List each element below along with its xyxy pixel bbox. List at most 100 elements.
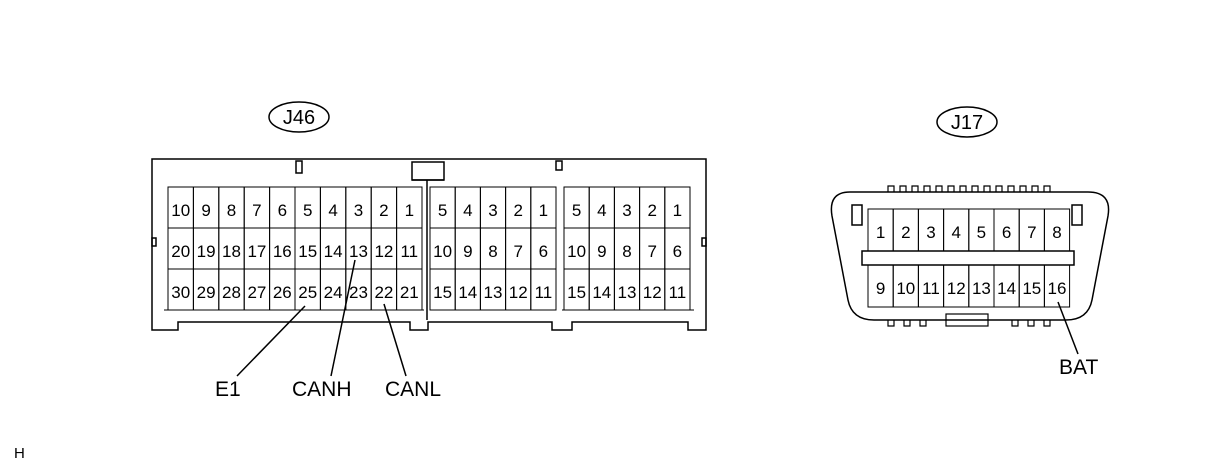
j46-b1-pin-21: 21 [400, 283, 419, 302]
j46-b1-pin-6: 6 [278, 201, 287, 220]
connector-j46-id-bubble [268, 101, 330, 133]
callout-canl-label: CANL [385, 378, 441, 401]
j46-b1-pin-26: 26 [273, 283, 292, 302]
j46-b3-pin-6: 6 [673, 242, 682, 261]
j17-pin-cell-8 [1043, 208, 1071, 252]
j46-b3-pin-15: 15 [567, 283, 586, 302]
j46-b1-pin-1: 1 [405, 201, 414, 220]
callout-bat-leader [1057, 301, 1079, 355]
j17-pin-5: 5 [977, 223, 986, 242]
j46-b3-pin-10: 10 [567, 242, 586, 261]
j46-b1-pin-10: 10 [171, 201, 190, 220]
j46-b2-pin-11: 11 [535, 283, 553, 302]
j17-pin-11: 11 [922, 279, 940, 298]
j46-b2-pin-4: 4 [463, 201, 472, 220]
j46-b3-pin-5: 5 [572, 201, 581, 220]
j46-b1-pin-23: 23 [349, 283, 368, 302]
j46-b3-pin-13: 13 [618, 283, 637, 302]
j46-b1-pin-15: 15 [298, 242, 317, 261]
j46-b3-pin-cell-11 [664, 268, 691, 311]
j46-b1-pin-17: 17 [247, 242, 266, 261]
j46-b1-pin-25: 25 [298, 283, 317, 302]
j17-pin-3: 3 [926, 223, 935, 242]
j46-b2-pin-3: 3 [488, 201, 497, 220]
j46-b2-pin-cell-11 [530, 268, 557, 311]
j46-b2-pin-5: 5 [438, 201, 447, 220]
callout-canh-leader [330, 259, 356, 377]
j46-b1-pin-4: 4 [328, 201, 337, 220]
j17-pin-9: 9 [876, 279, 885, 298]
callout-bat: BAT [1057, 301, 1098, 379]
j46-b3-pin-7: 7 [647, 242, 656, 261]
j17-pin-10: 10 [896, 279, 915, 298]
j46-b3-pin-14: 14 [592, 283, 611, 302]
callout-bat-label: BAT [1059, 356, 1098, 379]
j46-b1-pin-27: 27 [247, 283, 266, 302]
j46-b3-pin-4: 4 [597, 201, 606, 220]
j46-b1-pin-24: 24 [324, 283, 343, 302]
connector-j17-id-bubble [936, 106, 998, 138]
callout-e1-label: E1 [215, 378, 241, 401]
connector-j17-divider-bar [861, 250, 1075, 266]
j17-pin-13: 13 [972, 279, 991, 298]
j17-pin-1: 1 [876, 223, 885, 242]
callout-canl-leader [383, 303, 407, 377]
j46-b2-pin-9: 9 [463, 242, 472, 261]
j46-b1-pin-12: 12 [374, 242, 393, 261]
j46-b2-pin-10: 10 [433, 242, 452, 261]
j46-b3-pin-9: 9 [597, 242, 606, 261]
j46-b2-pin-6: 6 [539, 242, 548, 261]
j17-pin-2: 2 [901, 223, 910, 242]
j46-b1-pin-22: 22 [374, 283, 393, 302]
j46-b2-pin-15: 15 [433, 283, 452, 302]
j46-b1-pin-3: 3 [354, 201, 363, 220]
j46-b1-pin-7: 7 [252, 201, 261, 220]
j17-pin-4: 4 [951, 223, 960, 242]
j46-b1-pin-28: 28 [222, 283, 241, 302]
connector-j17-id: J17 [951, 112, 983, 134]
j17-pin-12: 12 [947, 279, 966, 298]
j46-b3-pin-2: 2 [647, 201, 656, 220]
j46-b1-pin-14: 14 [324, 242, 343, 261]
j46-b3-pin-3: 3 [622, 201, 631, 220]
j46-b1-pin-8: 8 [227, 201, 236, 220]
j46-b2-pin-1: 1 [539, 201, 548, 220]
j46-b1-pin-5: 5 [303, 201, 312, 220]
j46-b2-pin-13: 13 [484, 283, 503, 302]
j46-b3-pin-12: 12 [643, 283, 662, 302]
j17-pin-16: 16 [1048, 279, 1067, 298]
j46-b2-pin-2: 2 [513, 201, 522, 220]
j46-b2-pin-14: 14 [458, 283, 477, 302]
j46-b1-pin-20: 20 [171, 242, 190, 261]
connector-j46-latch [411, 161, 445, 181]
connector-j46-id: J46 [283, 107, 315, 129]
j46-b1-pin-29: 29 [197, 283, 216, 302]
connector-j17-housing [830, 191, 1110, 321]
callout-e1-leader [236, 305, 306, 377]
j46-b3-pin-11: 11 [669, 283, 687, 302]
j46-b2-pin-12: 12 [509, 283, 528, 302]
j46-b2-pin-7: 7 [513, 242, 522, 261]
callout-canl: CANL [383, 303, 441, 401]
j17-pin-14: 14 [997, 279, 1016, 298]
j46-b2-pin-8: 8 [488, 242, 497, 261]
j17-pin-15: 15 [1022, 279, 1041, 298]
j46-b3-pin-1: 1 [673, 201, 682, 220]
j17-pin-6: 6 [1002, 223, 1011, 242]
callout-e1: E1 [215, 305, 306, 401]
j46-b1-pin-13: 13 [349, 242, 368, 261]
j46-b1-pin-9: 9 [201, 201, 210, 220]
j17-pin-cell-16 [1043, 264, 1071, 308]
j46-b1-pin-cell-21 [396, 268, 423, 311]
j46-b1-pin-11: 11 [400, 242, 418, 261]
j17-pin-8: 8 [1052, 223, 1061, 242]
figure-label: H [14, 445, 25, 462]
j46-b1-pin-19: 19 [197, 242, 216, 261]
callout-canh-label: CANH [292, 378, 352, 401]
